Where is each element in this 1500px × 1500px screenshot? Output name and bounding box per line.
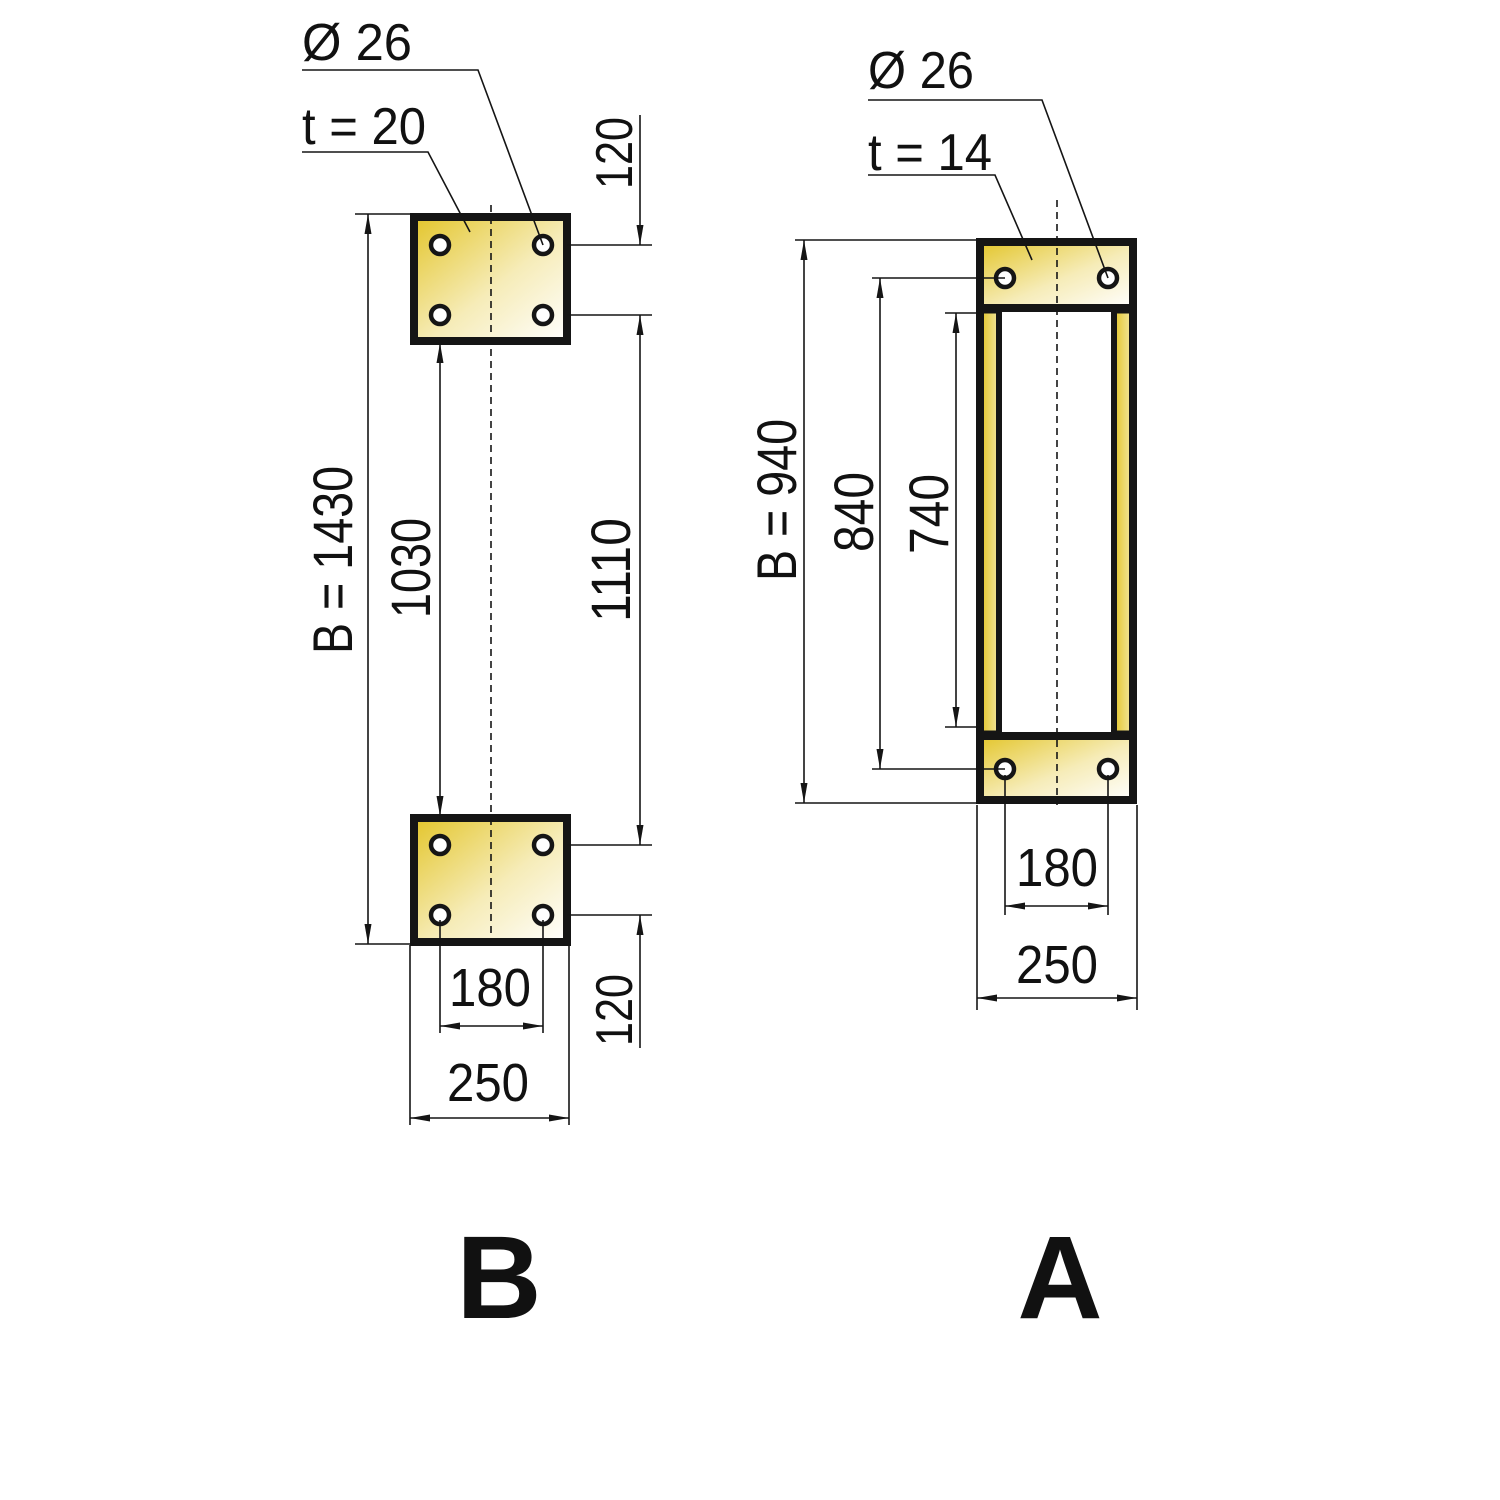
overall-length-label: B = 940 [745, 419, 808, 581]
drawing-a: Ø 26 t = 14 B = 940 840 740 180 250 A [745, 42, 1138, 1344]
leader-line [868, 99, 1109, 279]
top-edge-label: 120 [586, 117, 644, 189]
leader-line [302, 69, 544, 246]
hole-centers-label: 840 [822, 472, 885, 552]
leader-line [868, 174, 1033, 261]
bolt-hole [531, 833, 555, 857]
inner-distance-label: 740 [897, 474, 960, 554]
width-label: 250 [1016, 935, 1098, 995]
bolt-hole [531, 303, 555, 327]
hole-centers-label: 1110 [579, 518, 642, 622]
bolt-hole [428, 833, 452, 857]
drawing-label: B [456, 1212, 541, 1344]
hole-spacing-label: 180 [1016, 838, 1098, 898]
top-plate [410, 213, 571, 345]
drawing-label: A [1017, 1212, 1102, 1344]
bolt-hole [428, 303, 452, 327]
width-label: 250 [447, 1053, 529, 1113]
drawing-b: Ø 26 t = 20 B = 1430 1030 1110 120 120 1… [301, 14, 652, 1344]
hole-spacing-label: 180 [449, 958, 531, 1018]
thickness-label: t = 20 [302, 98, 426, 156]
bolt-hole [428, 233, 452, 257]
bottom-plate [410, 814, 571, 946]
thickness-label: t = 14 [868, 124, 992, 182]
leader-line [302, 151, 471, 233]
bottom-edge-label: 120 [586, 974, 644, 1046]
hole-diameter-label: Ø 26 [302, 14, 412, 72]
inner-distance-label: 1030 [379, 518, 442, 618]
hole-diameter-label: Ø 26 [868, 42, 974, 100]
overall-length-label: B = 1430 [301, 466, 364, 654]
